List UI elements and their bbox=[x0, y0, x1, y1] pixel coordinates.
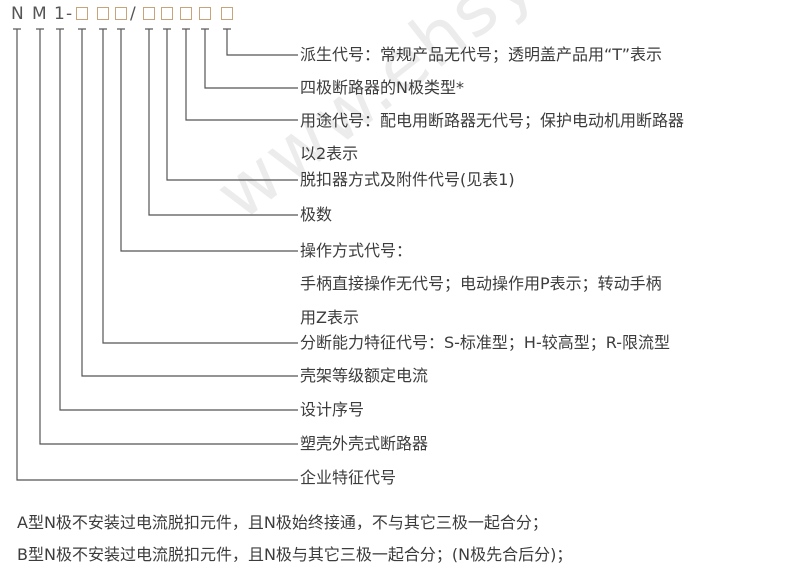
label-design-sequence: 设计序号 bbox=[300, 400, 365, 419]
label-frame-current: 壳架等级额定电流 bbox=[300, 366, 429, 385]
code-box-6 bbox=[180, 7, 192, 20]
code-box-4 bbox=[143, 7, 155, 20]
label-release-code: 脱扣器方式及附件代号(见表1) bbox=[300, 170, 515, 189]
code-slash: / bbox=[130, 4, 136, 24]
label-operation-code: 操作方式代号： bbox=[300, 241, 413, 260]
label-poles: 极数 bbox=[300, 205, 333, 224]
code-char-n: N bbox=[11, 4, 24, 24]
label-usage-code: 用途代号：配电用断路器无代号；保护电动机用断路器 bbox=[300, 111, 685, 130]
note-type-a: A型N极不安装过电流脱扣元件，且N极始终接通，不与其它三极一起合分； bbox=[17, 513, 548, 532]
code-box-5 bbox=[161, 7, 173, 20]
code-box-7 bbox=[199, 7, 211, 20]
label-company-code: 企业特征代号 bbox=[300, 468, 397, 487]
code-box-2 bbox=[97, 7, 109, 20]
code-box-8 bbox=[221, 7, 233, 20]
label-derived-code: 派生代号：常规产品无代号；透明盖产品用“T”表示 bbox=[300, 45, 663, 64]
label-usage-code-cont: 以2表示 bbox=[300, 144, 359, 163]
label-n-pole-type: 四极断路器的N极类型* bbox=[300, 78, 464, 97]
note-type-b: B型N极不安装过电流脱扣元件，且N极与其它三极一起合分；(N极先合后分)； bbox=[17, 545, 573, 564]
label-mccb: 塑壳外壳式断路器 bbox=[300, 434, 429, 453]
label-operation-code-cont1: 手柄直接操作无代号；电动操作用P表示；转动手柄 bbox=[300, 274, 662, 293]
code-char-1: 1 bbox=[54, 4, 65, 24]
label-operation-code-cont2: 用Z表示 bbox=[300, 308, 359, 327]
code-char-dash: - bbox=[66, 4, 73, 24]
code-box-1 bbox=[76, 7, 88, 20]
code-char-m: M bbox=[32, 4, 47, 24]
label-breaking-capacity: 分断能力特征代号：S-标准型；H-较高型；R-限流型 bbox=[300, 333, 670, 352]
code-box-3 bbox=[115, 7, 127, 20]
